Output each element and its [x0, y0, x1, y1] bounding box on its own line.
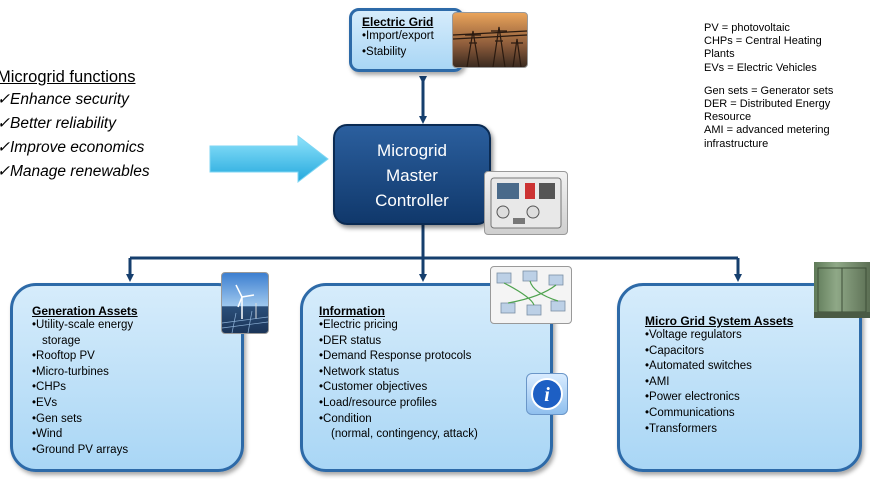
system-assets-item: •Capacitors: [645, 344, 704, 357]
system-assets-item: •Power electronics: [645, 391, 740, 404]
system-assets-item: •Voltage regulators: [645, 329, 742, 341]
legend: PV = photovoltaic CHPs = Central Heating…: [704, 22, 833, 151]
svg-text:i: i: [544, 384, 550, 406]
system-assets-item: •Automated switches: [645, 360, 752, 373]
function-item: ✓Better reliability: [0, 115, 116, 132]
functions-panel: Microgrid functions ✓Enhance security ✓B…: [0, 66, 150, 184]
generation-assets-box: Generation Assets •Utility-scale energy …: [10, 283, 244, 472]
information-item: (normal, contingency, attack): [331, 428, 478, 441]
info-icon: i: [526, 373, 568, 415]
function-item: ✓Enhance security: [0, 91, 129, 108]
generation-item: •Rooftop PV: [32, 350, 95, 363]
electric-grid-title: Electric Grid: [362, 15, 434, 29]
generation-item: storage: [42, 334, 81, 347]
function-item: ✓Improve economics: [0, 139, 145, 156]
cabinet-icon: [814, 267, 870, 318]
generation-item: •Micro-turbines: [32, 365, 109, 378]
system-assets-item: •AMI: [645, 375, 670, 388]
generation-item: •Gen sets: [32, 412, 83, 425]
information-item: •Load/resource profiles: [319, 396, 437, 409]
information-item: •Network status: [319, 365, 400, 378]
power-tower-icon: [453, 26, 527, 67]
legend-entry: infrastructure: [704, 137, 769, 150]
information-title: Information: [319, 304, 385, 318]
system-assets-item: •Communications: [645, 406, 735, 419]
generation-item: •Ground PV arrays: [32, 443, 129, 456]
controller-line: Controller: [375, 191, 449, 210]
generation-item: •Wind: [32, 428, 63, 441]
information-item: •Demand Response protocols: [319, 350, 472, 363]
generation-item: •Utility-scale energy: [32, 319, 134, 331]
legend-entry: DER = Distributed Energy: [704, 98, 831, 111]
function-item: ✓Manage renewables: [0, 163, 150, 180]
information-item: •DER status: [319, 334, 382, 347]
network-icon: [496, 270, 566, 316]
information-item: •Electric pricing: [319, 319, 398, 331]
generation-item: •CHPs: [32, 381, 67, 394]
generation-item: •EVs: [32, 396, 58, 409]
functions-title: Microgrid functions: [0, 68, 136, 86]
legend-entry: PV = photovoltaic: [704, 22, 790, 34]
legend-entry: AMI = advanced metering: [704, 124, 830, 137]
system-assets-title: Micro Grid System Assets: [645, 314, 794, 328]
network-image: [490, 266, 572, 324]
wind-solar-image: [221, 272, 269, 334]
legend-entry: Resource: [704, 111, 752, 124]
information-item: •Customer objectives: [319, 381, 428, 394]
power-tower-image: [452, 12, 528, 68]
legend-entry: Plants: [704, 48, 735, 61]
legend-entry: EVs = Electric Vehicles: [704, 61, 817, 74]
controller-line: Master: [386, 166, 438, 185]
legend-entry: CHPs = Central Heating: [704, 35, 822, 48]
generation-title: Generation Assets: [32, 304, 138, 318]
controller-line: Microgrid: [377, 141, 447, 160]
electric-grid-item: •Stability: [362, 45, 407, 58]
information-item: •Condition: [319, 412, 372, 425]
legend-entry: Gen sets = Generator sets: [704, 84, 834, 97]
wind-turbine-icon: [222, 284, 268, 333]
functions-arrow: [209, 134, 329, 184]
controller-device-image: [484, 171, 568, 235]
electric-grid-item: •Import/export: [362, 30, 434, 42]
transformer-cabinet-image: [814, 262, 870, 318]
electric-grid-box: Electric Grid •Import/export •Stability: [349, 8, 464, 72]
control-panel-icon: [490, 177, 562, 229]
master-controller-box: Microgrid Master Controller: [333, 124, 491, 225]
system-assets-item: •Transformers: [645, 422, 717, 435]
